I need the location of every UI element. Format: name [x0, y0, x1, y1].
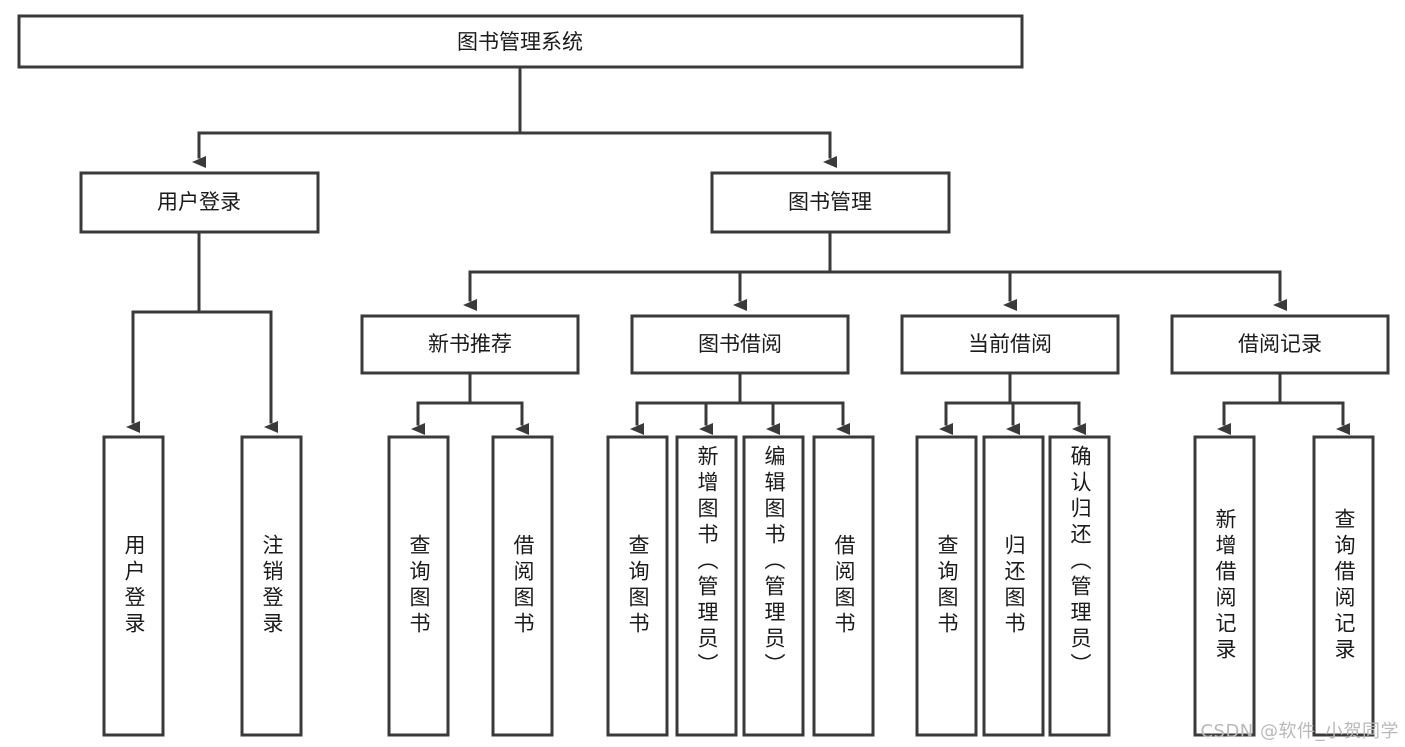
node-user-login-label: 用户登录	[157, 190, 241, 214]
node-book-manage-label: 图书管理	[788, 190, 872, 214]
leaf-box-new-book-2[interactable]	[491, 435, 554, 737]
node-new-book-recommend-label: 新书推荐	[428, 332, 512, 356]
leaf-box-current-3[interactable]	[1048, 435, 1111, 737]
leaf-box-record-2[interactable]	[1312, 435, 1375, 737]
leaf-box-user-login-1[interactable]	[102, 435, 165, 737]
leaf-box-user-login-2[interactable]	[240, 435, 303, 737]
node-user-login[interactable]: 用户登录	[79, 171, 320, 234]
csdn-watermark: CSDN @软件_小贺同学	[1200, 721, 1399, 742]
node-root-box[interactable]	[17, 14, 1024, 69]
leaf-box-current-2[interactable]	[982, 435, 1045, 737]
node-new-book-recommend[interactable]: 新书推荐	[360, 314, 580, 375]
leaf-box-borrow-3[interactable]	[742, 435, 805, 737]
leaf-box-borrow-4[interactable]	[812, 435, 875, 737]
leaf-box-group	[102, 435, 1375, 737]
leaf-box-borrow-1[interactable]	[606, 435, 669, 737]
node-user-login-box[interactable]	[79, 171, 320, 234]
node-root-label: 图书管理系统	[457, 30, 583, 54]
leaf-box-current-1[interactable]	[915, 435, 978, 737]
node-current-borrow-label: 当前借阅	[968, 332, 1052, 356]
node-book-manage[interactable]: 图书管理	[710, 171, 951, 234]
node-borrow-record-label: 借阅记录	[1238, 332, 1322, 356]
node-current-borrow[interactable]: 当前借阅	[900, 314, 1120, 375]
node-book-borrow[interactable]: 图书借阅	[630, 314, 850, 375]
node-borrow-record[interactable]: 借阅记录	[1170, 314, 1390, 375]
node-borrow-record-box[interactable]	[1170, 314, 1390, 375]
node-book-manage-box[interactable]	[710, 171, 951, 234]
node-book-borrow-box[interactable]	[630, 314, 850, 375]
node-new-book-recommend-box[interactable]	[360, 314, 580, 375]
leaf-box-borrow-2[interactable]	[675, 435, 738, 737]
node-book-borrow-label: 图书借阅	[698, 332, 782, 356]
leaf-box-new-book-1[interactable]	[387, 435, 450, 737]
node-current-borrow-box[interactable]	[900, 314, 1120, 375]
connector-group	[126, 65, 1350, 435]
leaf-box-record-1[interactable]	[1193, 435, 1256, 737]
node-root[interactable]: 图书管理系统	[17, 14, 1024, 69]
